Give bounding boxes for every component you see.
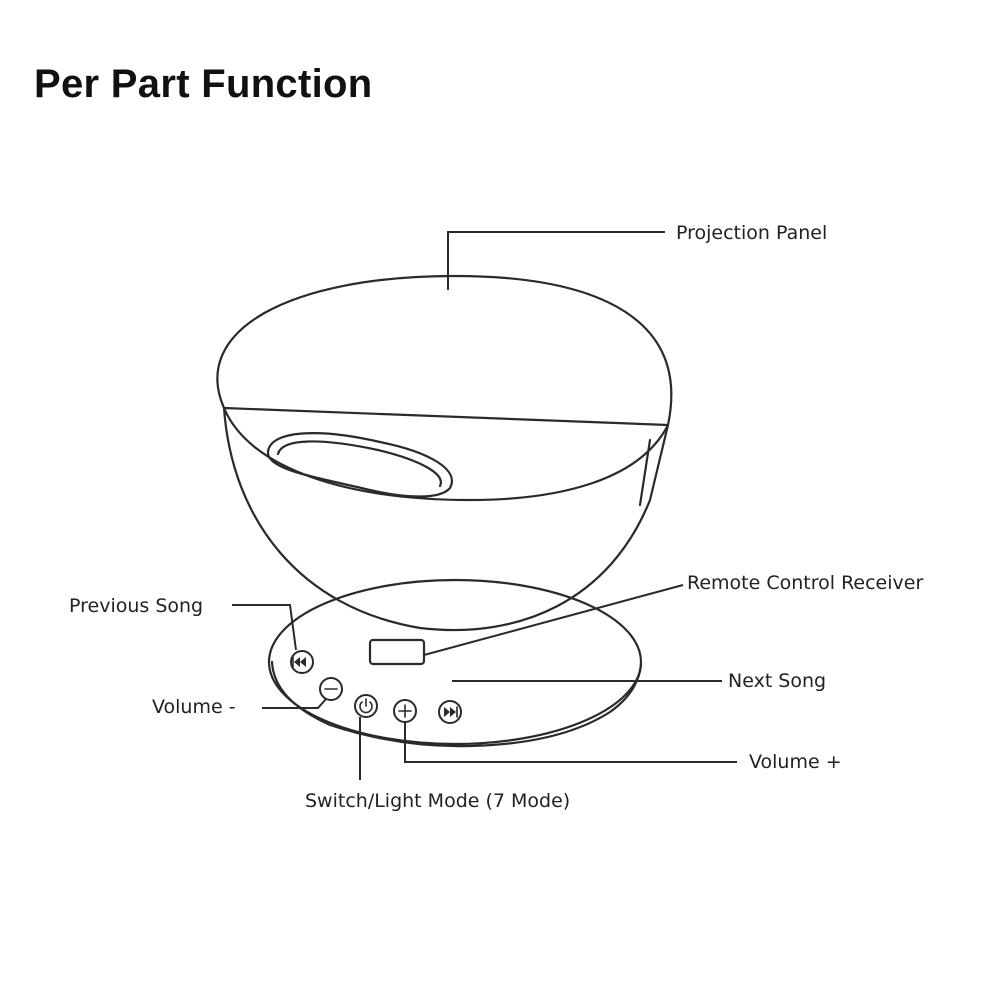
label-next-song: Next Song bbox=[728, 670, 827, 692]
previous-song-leader bbox=[232, 604, 297, 651]
label-remote-control-receiver: Remote Control Receiver bbox=[687, 572, 924, 594]
label-previous-song: Previous Song bbox=[69, 595, 204, 617]
power-icon bbox=[354, 694, 378, 718]
previous-song-icon bbox=[290, 650, 314, 674]
label-volume-up: Volume + bbox=[749, 751, 842, 773]
remote-receiver-leader bbox=[423, 584, 684, 656]
next-song-icon bbox=[438, 700, 462, 724]
volume-up-leader bbox=[404, 722, 737, 763]
label-switch-light-mode: Switch/Light Mode (7 Mode) bbox=[305, 790, 571, 812]
volume-up-icon bbox=[393, 699, 417, 723]
volume-down-leader bbox=[262, 698, 327, 709]
label-volume-down: Volume - bbox=[152, 696, 236, 718]
leader-lines bbox=[232, 231, 737, 780]
volume-down-icon bbox=[319, 677, 343, 701]
page-title: Per Part Function bbox=[34, 62, 373, 106]
projection-panel-leader bbox=[447, 231, 665, 290]
bowl bbox=[216, 274, 673, 632]
label-projection-panel: Projection Panel bbox=[676, 222, 828, 244]
base-disc bbox=[267, 578, 643, 748]
remote-receiver-window bbox=[368, 638, 426, 666]
